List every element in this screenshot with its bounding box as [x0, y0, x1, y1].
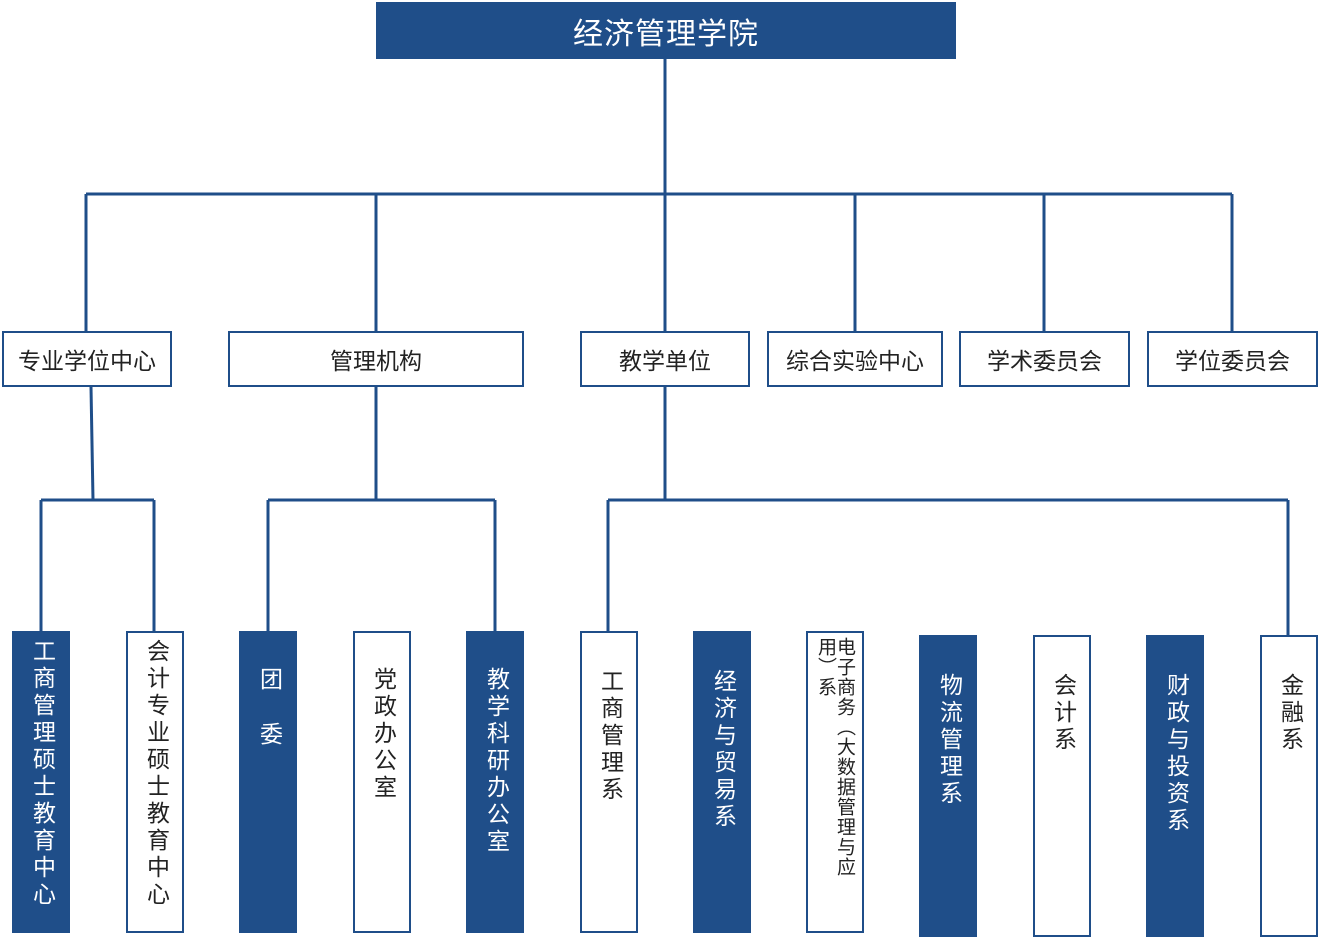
leaf-accounting-dept: 会计系: [1033, 635, 1091, 937]
node-prof-degree-center: 专业学位中心: [2, 331, 172, 387]
node-label: 学位委员会: [1175, 349, 1290, 375]
connector-prof-degree-trunk: [89, 386, 95, 501]
leaf-label: 工商管理系: [596, 669, 623, 804]
leaf-label: 物流管理系: [935, 673, 962, 808]
leaf-label: 教学科研办公室: [482, 667, 509, 856]
leaf-label: 党政办公室: [369, 667, 396, 802]
leaf-label: 电子商务（大数据管理与应用）系: [815, 637, 856, 877]
leaf-label: 经济与贸易系: [709, 669, 736, 831]
leaf-economics-trade-dept: 经济与贸易系: [693, 631, 751, 933]
leaf-label: 金融系: [1276, 673, 1303, 754]
node-academic-committee: 学术委员会: [959, 331, 1130, 387]
node-label: 综合实验中心: [786, 349, 924, 375]
leaf-label: 财政与投资系: [1162, 673, 1189, 835]
leaf-youth-league: 团委: [239, 631, 297, 933]
node-degree-committee: 学位委员会: [1147, 331, 1318, 387]
leaf-finance-investment-dept: 财政与投资系: [1146, 635, 1204, 937]
leaf-party-office: 党政办公室: [353, 631, 411, 933]
node-label: 教学单位: [619, 349, 711, 375]
leaf-business-admin-dept: 工商管理系: [580, 631, 638, 933]
root-node: 经济管理学院: [376, 2, 956, 59]
leaf-logistics-dept: 物流管理系: [919, 635, 977, 937]
leaf-label: 会计系: [1049, 673, 1076, 754]
node-label: 学术委员会: [987, 349, 1102, 375]
node-lab-center: 综合实验中心: [767, 331, 943, 387]
leaf-mba-center: 工商管理硕士教育中心: [12, 631, 70, 933]
node-admin-bodies: 管理机构: [228, 331, 524, 387]
node-label: 管理机构: [330, 349, 422, 375]
leaf-mpacc-center: 会计专业硕士教育中心: [126, 631, 184, 933]
node-teaching-units: 教学单位: [580, 331, 750, 387]
leaf-ecommerce-dept: 电子商务（大数据管理与应用）系: [806, 631, 864, 933]
leaf-finance-dept: 金融系: [1260, 635, 1318, 937]
leaf-label: 工商管理硕士教育中心: [28, 639, 55, 909]
leaf-label: 团委: [255, 667, 282, 777]
leaf-research-office: 教学科研办公室: [466, 631, 524, 933]
node-label: 专业学位中心: [18, 349, 156, 375]
leaf-label: 会计专业硕士教育中心: [142, 639, 169, 909]
root-label: 经济管理学院: [573, 16, 759, 52]
